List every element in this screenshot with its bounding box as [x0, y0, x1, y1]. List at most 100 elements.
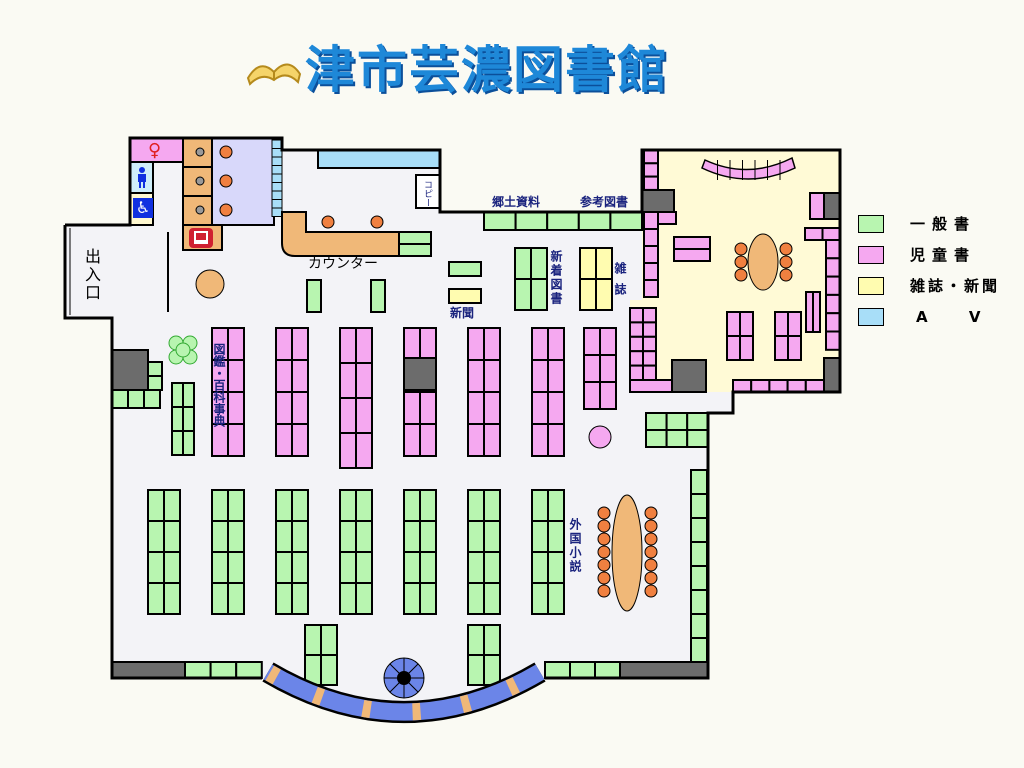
- legend-swatch: [858, 276, 884, 295]
- plant-icon: [175, 342, 191, 358]
- childrens-shelf: [339, 327, 357, 364]
- copy-machine[interactable]: コピー: [422, 180, 432, 207]
- bookshelf: [821, 227, 841, 241]
- childrens-shelf: [291, 359, 309, 393]
- childrens-shelf: [547, 423, 565, 457]
- round-table: [195, 269, 225, 299]
- bookshelf: [643, 162, 659, 178]
- general-shelf: [403, 582, 421, 615]
- general-shelf: [163, 520, 181, 553]
- general-shelf: [211, 582, 229, 615]
- bookshelf: [825, 257, 841, 278]
- bookshelf: [774, 335, 789, 361]
- bookshelf: [673, 236, 711, 250]
- chair: [597, 519, 611, 533]
- bookshelf: [182, 382, 195, 408]
- childrens-shelf: [467, 327, 485, 361]
- childrens-shelf: [467, 391, 485, 425]
- computer-terminal-icon[interactable]: [189, 228, 213, 248]
- general-shelf: [467, 551, 485, 584]
- new-arrivals-shelf: [514, 278, 532, 311]
- chair: [219, 203, 233, 217]
- bookshelf: [825, 239, 841, 260]
- general-shelf: [547, 520, 565, 553]
- general-shelf: [211, 551, 229, 584]
- general-shelf: [483, 582, 501, 615]
- bookshelf: [645, 429, 668, 448]
- chair: [644, 584, 658, 598]
- bookshelf: [643, 245, 659, 264]
- bookshelf: [629, 364, 644, 382]
- chair: [597, 584, 611, 598]
- bookshelf: [809, 192, 825, 220]
- bookshelf: [209, 661, 238, 679]
- childrens-shelf: [339, 397, 357, 434]
- general-shelf: [291, 551, 309, 584]
- general-shelf: [275, 489, 293, 522]
- general-shelf: [467, 582, 485, 615]
- bookshelf: [483, 624, 501, 656]
- childrens-shelf: [227, 327, 245, 361]
- childrens-shelf: [419, 423, 437, 457]
- bookshelf: [544, 661, 571, 679]
- local-materials-shelf: [514, 211, 549, 231]
- building-walls: [63, 136, 842, 680]
- bookshelf: [805, 291, 814, 333]
- general-shelf: [275, 520, 293, 553]
- bookshelf: [235, 661, 263, 679]
- childrens-shelf: [419, 391, 437, 425]
- local-materials-shelf: [609, 211, 644, 231]
- local-materials-label: 郷土資料: [492, 195, 541, 209]
- reference-books-label: 参考図書: [580, 195, 629, 209]
- general-shelf: [163, 551, 181, 584]
- chair: [597, 558, 611, 572]
- childrens-shelf: [483, 423, 501, 457]
- bookshelf: [726, 311, 741, 337]
- general-shelf: [339, 551, 357, 584]
- bookshelf: [448, 261, 482, 277]
- childrens-shelf: [531, 359, 549, 393]
- bookshelf: [147, 375, 163, 391]
- childrens-shelf: [531, 391, 549, 425]
- new-arrivals-shelf: [530, 278, 548, 311]
- legend: 一般書 児童書 雑誌・新聞 A V: [858, 208, 1000, 332]
- bookshelf: [629, 307, 644, 324]
- counter-label: カウンター: [308, 256, 378, 272]
- general-shelf: [147, 551, 165, 584]
- childrens-shelf: [583, 354, 601, 383]
- general-shelf: [403, 520, 421, 553]
- childrens-shelf: [483, 327, 501, 361]
- childrens-shelf: [291, 327, 309, 361]
- childrens-shelf: [227, 423, 245, 457]
- general-shelf: [531, 489, 549, 522]
- legend-item-general: 一般書: [858, 208, 1000, 239]
- chair: [219, 145, 233, 159]
- chair: [734, 242, 748, 256]
- legend-label: A V: [916, 307, 999, 326]
- childrens-shelf: [403, 327, 421, 361]
- chair: [644, 532, 658, 546]
- childrens-shelf: [483, 391, 501, 425]
- general-shelf: [419, 582, 437, 615]
- childrens-shelf: [339, 432, 357, 469]
- bookshelf: [111, 389, 129, 409]
- general-shelf: [291, 520, 309, 553]
- bookshelf: [182, 406, 195, 432]
- round-table: [588, 425, 612, 449]
- legend-label: 児童書: [910, 246, 977, 264]
- bookshelf: [732, 379, 753, 393]
- childrens-shelf: [227, 359, 245, 393]
- bookshelf: [467, 654, 485, 686]
- newspaper-shelf: [448, 288, 482, 304]
- general-shelf: [467, 489, 485, 522]
- chair: [644, 558, 658, 572]
- bookshelf: [739, 311, 754, 337]
- general-shelf: [147, 582, 165, 615]
- childrens-shelf: [227, 391, 245, 425]
- bookshelf: [825, 275, 841, 296]
- general-shelf: [531, 582, 549, 615]
- bookshelf: [657, 211, 677, 225]
- childrens-shelf: [483, 359, 501, 393]
- bookshelf: [304, 624, 322, 656]
- bookshelf: [690, 493, 708, 519]
